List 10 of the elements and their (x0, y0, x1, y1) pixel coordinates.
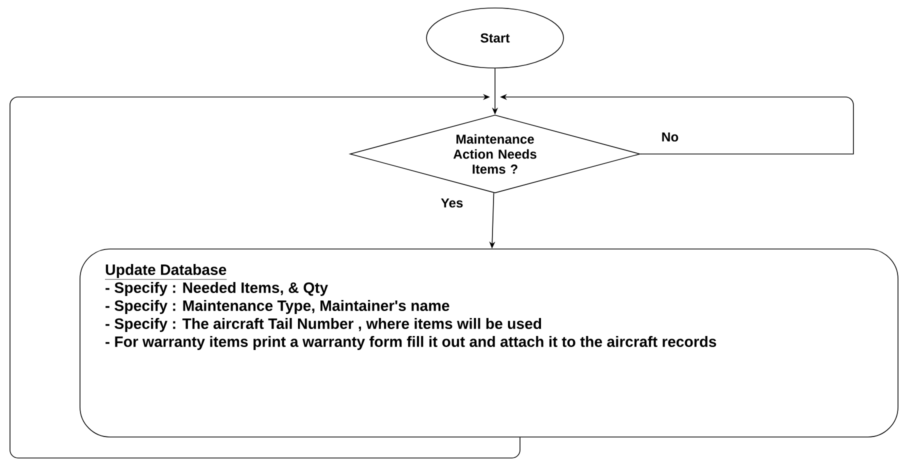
edge-label: Yes (441, 198, 463, 208)
bullet-text: - Specify : Maintenance Type, Maintainer's name (106, 300, 450, 314)
bullet-text: - For warranty items print a warranty form fill it out and attach it to the aircraft records (106, 336, 716, 350)
start-oval: Start (426, 8, 564, 68)
arrow (10, 94, 520, 458)
heading: Update Database (104, 264, 227, 280)
edge-label: No (662, 132, 678, 142)
bullet-text: - Specify : The aircraft Tail Number , where items will be used (106, 318, 542, 332)
process-box (80, 248, 898, 438)
bullet-text: - Specify : Needed Items, & Qty (106, 282, 328, 296)
